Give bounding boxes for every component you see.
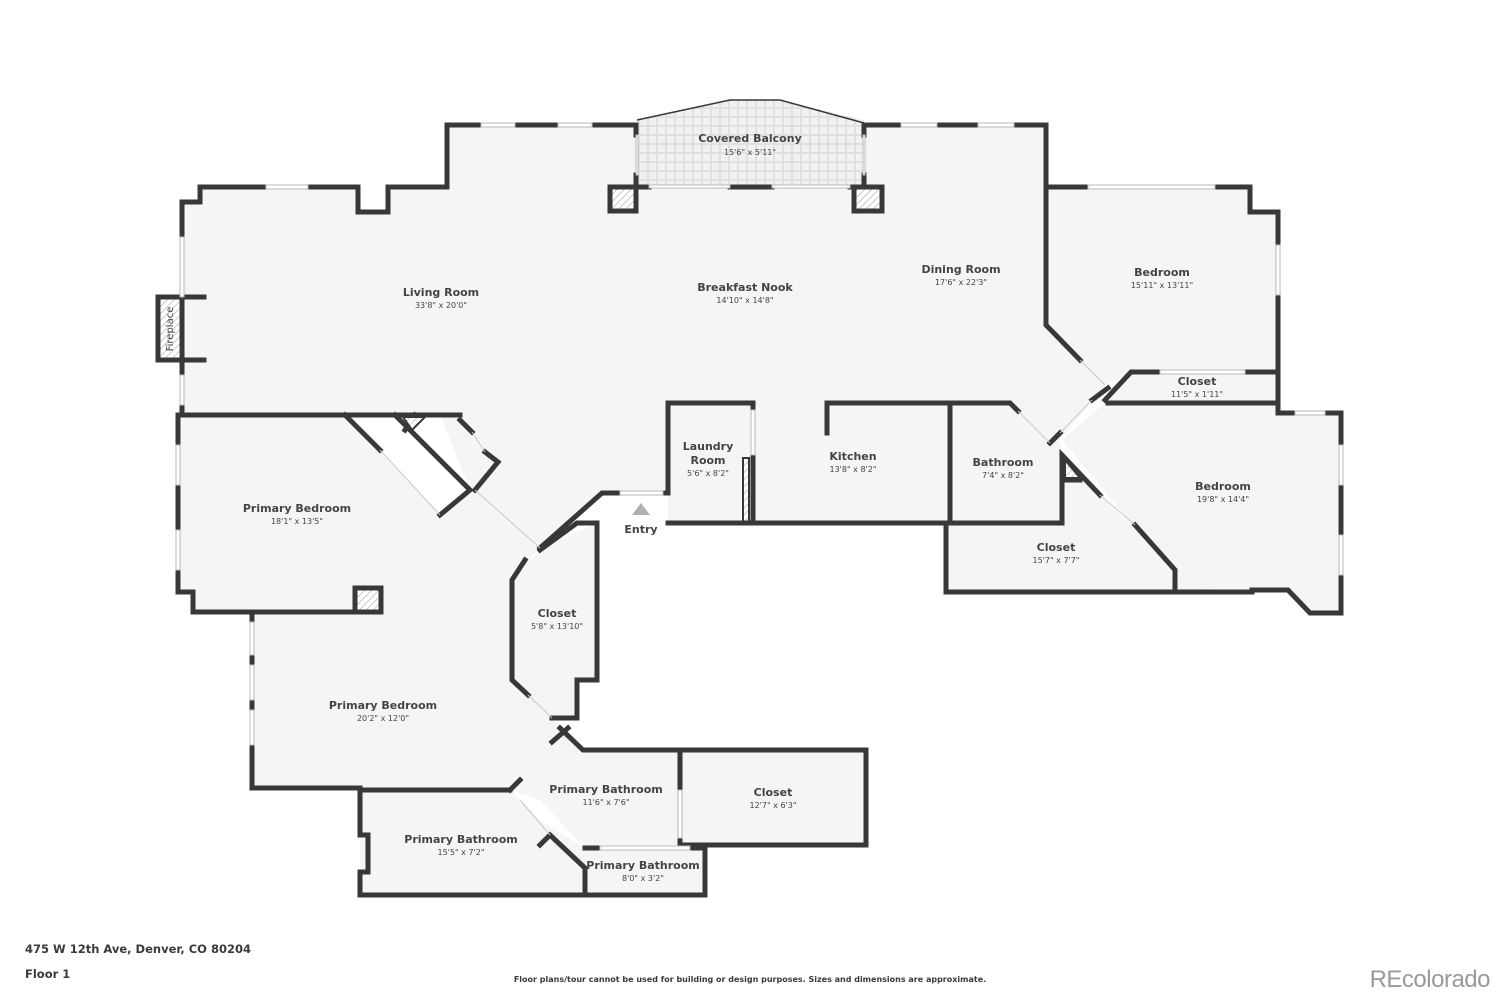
room-dims: 19'8" x 14'4": [1197, 495, 1249, 504]
room-name: Dining Room: [921, 263, 1000, 276]
room-dims: 8'0" x 3'2": [622, 874, 664, 883]
listing-address: 475 W 12th Ave, Denver, CO 80204: [25, 942, 251, 956]
room-name: Closet: [1037, 541, 1076, 554]
room-label-dining-room: Dining Room 17'6" x 22'3": [921, 263, 1000, 287]
room-name: Bedroom: [1134, 266, 1190, 279]
room-name: Closet: [538, 607, 577, 620]
room-dims: 5'6" x 8'2": [687, 469, 729, 478]
room-name: Primary Bedroom: [243, 502, 351, 515]
fireplace-label: Fireplace: [165, 307, 176, 352]
room-name: Bathroom: [973, 456, 1034, 469]
room-name: Bedroom: [1195, 480, 1251, 493]
entry-arrow-icon: [632, 503, 650, 515]
room-name: Kitchen: [829, 450, 876, 463]
door-openings: [379, 359, 1136, 836]
room-label-bathroom: Bathroom 7'4" x 8'2": [973, 456, 1034, 480]
room-label-living-room: Living Room 33'8" x 20'0": [403, 286, 479, 310]
room-dims: 15'5" x 7'2": [437, 848, 484, 857]
room-label-covered-balcony: Covered Balcony 15'6" x 5'11": [698, 132, 802, 157]
room-dims: 15'7" x 7'7": [1032, 556, 1079, 565]
entry-label: Entry: [624, 523, 657, 536]
room-dims: 17'6" x 22'3": [935, 278, 987, 287]
room-name: Primary Bathroom: [586, 859, 699, 872]
walls: [155, 99, 1344, 898]
room-dims: 15'6" x 5'11": [724, 148, 776, 157]
room-name: Primary Bedroom: [329, 699, 437, 712]
room-label-closet-primary-bath: Closet 12'7" x 6'3": [749, 786, 796, 810]
room-name: Closet: [1178, 375, 1217, 388]
room-dims: 5'8" x 13'10": [531, 622, 583, 631]
room-dims: 7'4" x 8'2": [982, 471, 1024, 480]
room-dims: 11'5" x 1'11": [1171, 390, 1223, 399]
room-label-kitchen: Kitchen 13'8" x 8'2": [829, 450, 876, 474]
room-dims: 20'2" x 12'0": [357, 714, 409, 723]
room-name-line2: Room: [690, 454, 725, 467]
room-label-primary-bedroom-lower: Primary Bedroom 20'2" x 12'0": [329, 699, 437, 723]
room-dims: 11'6" x 7'6": [582, 798, 629, 807]
room-label-closet-bedroom-upper: Closet 11'5" x 1'11": [1171, 375, 1223, 399]
room-label-bedroom-lower: Bedroom 19'8" x 14'4": [1195, 480, 1251, 504]
room-name: Covered Balcony: [698, 132, 802, 145]
windows: [175, 122, 1344, 851]
room-label-laundry-room: Laundry Room 5'6" x 8'2": [683, 440, 734, 478]
room-label-bedroom-upper: Bedroom 15'11" x 13'11": [1131, 266, 1193, 290]
room-dims: 33'8" x 20'0": [415, 301, 467, 310]
room-dims: 18'1" x 13'5": [271, 517, 323, 526]
room-label-breakfast-nook: Breakfast Nook 14'10" x 14'8": [697, 281, 793, 305]
room-name: Laundry: [683, 440, 734, 453]
disclaimer-text: Floor plans/tour cannot be used for buil…: [513, 975, 987, 984]
room-dims: 13'8" x 8'2": [829, 465, 876, 474]
room-label-primary-bathroom-main: Primary Bathroom 11'6" x 7'6": [549, 783, 662, 807]
room-label-closet-bedroom-lower: Closet 15'7" x 7'7": [1032, 541, 1079, 565]
room-label-primary-bathroom-small: Primary Bathroom 8'0" x 3'2": [586, 859, 699, 883]
covered-balcony-floor: [637, 100, 864, 187]
room-name: Closet: [754, 786, 793, 799]
room-dims: 14'10" x 14'8": [716, 296, 773, 305]
brand-logo: REcolorado: [1369, 966, 1491, 993]
floor-fills: [178, 100, 1341, 895]
room-name: Primary Bathroom: [549, 783, 662, 796]
room-name: Primary Bathroom: [404, 833, 517, 846]
floor-label: Floor 1: [25, 967, 71, 981]
room-label-closet-primary: Closet 5'8" x 13'10": [531, 607, 583, 631]
room-dims: 12'7" x 6'3": [749, 801, 796, 810]
room-label-primary-bedroom-upper: Primary Bedroom 18'1" x 13'5": [243, 502, 351, 526]
room-label-primary-bathroom-left: Primary Bathroom 15'5" x 7'2": [404, 833, 517, 857]
room-name: Breakfast Nook: [697, 281, 793, 294]
room-name: Living Room: [403, 286, 479, 299]
room-dims: 15'11" x 13'11": [1131, 281, 1193, 290]
